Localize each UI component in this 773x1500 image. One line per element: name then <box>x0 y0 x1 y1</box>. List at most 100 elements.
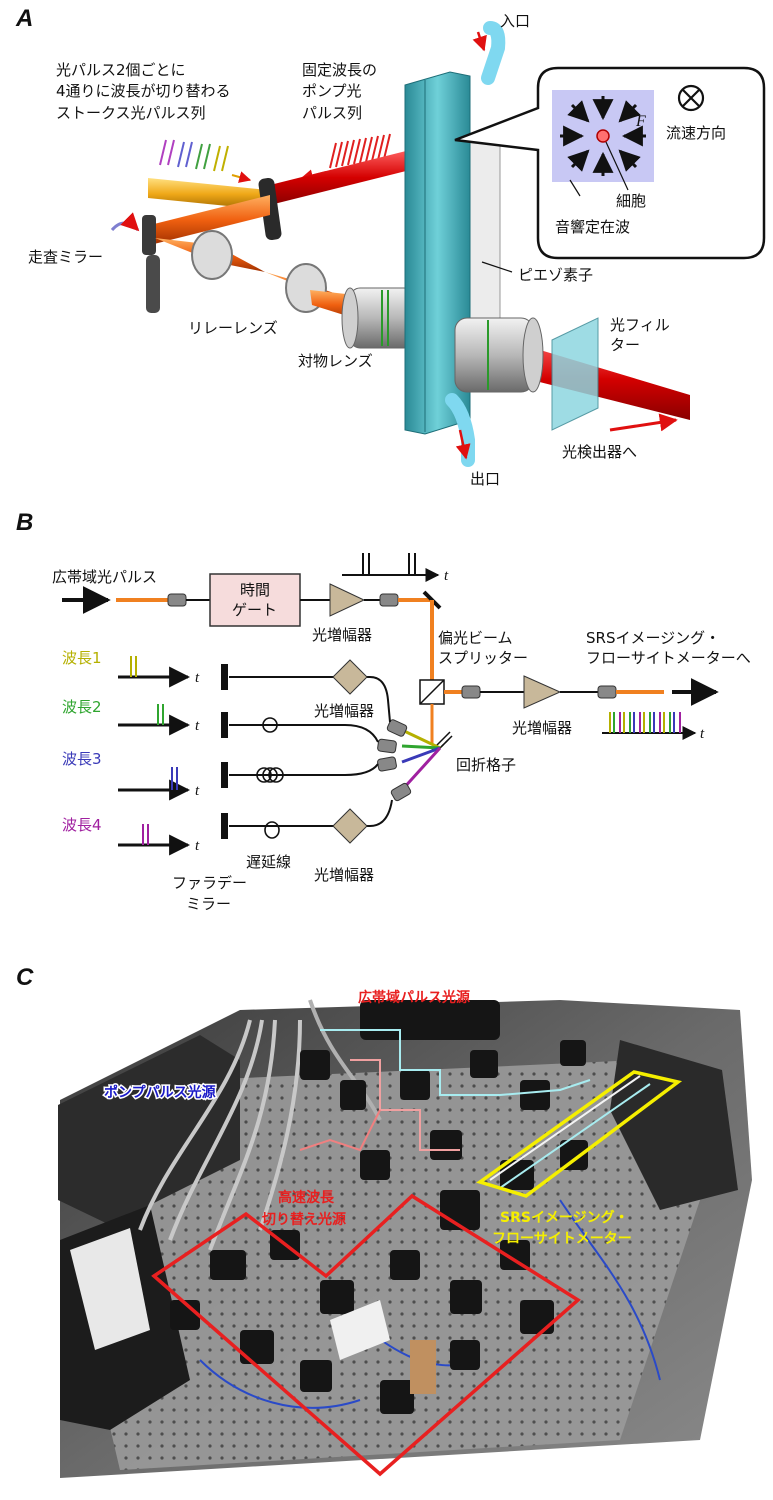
dispersed-beam-4 <box>400 746 442 792</box>
fast-switch-label-line-2: 切り替え光源 <box>262 1211 346 1228</box>
callout-bubble <box>454 66 766 260</box>
amp-right-label: 光増幅器 <box>512 719 572 737</box>
wavelength-4-label: 波長4 <box>62 816 102 834</box>
collimator-w1 <box>386 719 408 737</box>
dispersed-beam-1 <box>401 728 441 750</box>
time-gate-line-2: ゲート <box>232 601 277 619</box>
wavelength-1-label: 波長1 <box>62 649 102 667</box>
outlet-arrow <box>455 429 471 460</box>
fiber-w1 <box>229 676 391 723</box>
dispersed-beam-3 <box>401 746 441 764</box>
delay-loop-2a <box>256 767 272 783</box>
inlet-tube <box>481 21 506 85</box>
fast-switch-label-line-1: 高速波長 <box>278 1189 335 1206</box>
collimator-w3 <box>377 756 397 772</box>
cell-icon <box>596 129 610 143</box>
pump-pulse-timing <box>342 553 440 582</box>
collimator-w2 <box>377 738 397 754</box>
optical-filter <box>551 317 599 431</box>
flow-direction-label: 流速方向 <box>666 124 726 142</box>
panel-a: A 光パルス2個ごとに 4通りに波長が切り替わる ストークス光パルス列 固定波長… <box>15 5 766 488</box>
faraday-mirror-2 <box>221 712 228 738</box>
wavelength-channels: 波長1 波長2 波長3 波長4 <box>62 649 191 856</box>
panel-c: C <box>16 964 752 1478</box>
panel-b-letter: B <box>16 509 33 536</box>
inlet-arrow <box>472 31 487 52</box>
amplifier-mid <box>332 659 368 695</box>
t-label-w4: t <box>195 838 200 854</box>
grating-label: 回折格子 <box>456 756 516 774</box>
stokes-label-line-1: 光パルス2個ごとに <box>56 61 186 79</box>
combined-beam <box>150 195 270 245</box>
collection-lens <box>454 317 544 393</box>
delay-loop-2c <box>268 767 284 783</box>
pump-source-label: ポンプパルス光源 <box>104 1084 216 1101</box>
fiber-w3 <box>229 763 379 776</box>
stokes-label-line-2: 4通りに波長が切り替わる <box>56 82 231 100</box>
pbs-diagonal <box>419 679 445 705</box>
collimator-2 <box>379 593 399 607</box>
delay-label: 遅延線 <box>246 853 291 871</box>
objective-lens <box>341 287 415 349</box>
scan-mirror-label: 走査ミラー <box>28 248 103 266</box>
srs-label-line-1: SRSイメージング・ <box>586 629 720 647</box>
faraday-label-line-2: ミラー <box>186 895 231 913</box>
collimator-1 <box>167 593 187 607</box>
force-symbol: F <box>635 113 646 130</box>
outlet-label: 出口 <box>470 470 500 488</box>
pbs-label-line-1: 偏光ビーム <box>438 629 513 647</box>
delay-loop-2b <box>262 767 278 783</box>
pbs-label-line-2: スプリッター <box>438 649 528 667</box>
piezo-label: ピエゾ素子 <box>518 266 593 284</box>
srs-flow-label-line-2: フローサイトメーター <box>492 1231 632 1247</box>
collimator-4 <box>597 685 617 699</box>
faraday-mirror-1 <box>221 664 228 690</box>
pump-label-line-2: ポンプ光 <box>302 82 362 100</box>
t-label-output: t <box>700 726 705 742</box>
amp-mid-label: 光増幅器 <box>314 702 374 720</box>
t-label-w1: t <box>195 670 200 686</box>
pump-label-line-1: 固定波長の <box>302 61 377 79</box>
to-detector-label: 光検出器へ <box>562 443 637 461</box>
stokes-label-line-3: ストークス光パルス列 <box>56 104 206 122</box>
t-label-w3: t <box>195 783 200 799</box>
amp-top-label: 光増幅器 <box>312 626 372 644</box>
objective-lens-label: 対物レンズ <box>298 352 373 370</box>
flow-into-page-icon <box>677 84 705 112</box>
t-label-top: t <box>444 568 449 584</box>
standing-wave-label: 音響定在波 <box>555 218 630 236</box>
setup-photo <box>58 999 752 1478</box>
detector-arrow <box>609 413 678 432</box>
filter-label-line-2: ター <box>610 336 640 354</box>
amp-bottom-label: 光増幅器 <box>314 866 374 884</box>
amplifier-right <box>523 675 562 709</box>
amplifier-top <box>329 583 366 617</box>
srs-label-line-2: フローサイトメーターへ <box>586 649 751 667</box>
panel-c-letter: C <box>16 964 34 991</box>
stokes-pulse-train-icon <box>159 139 252 183</box>
delay-loop-3 <box>264 821 280 839</box>
collimator-3 <box>461 685 481 699</box>
panel-a-letter: A <box>15 5 33 32</box>
fast-switch-outline <box>151 1193 581 1477</box>
delay-loop-1 <box>262 717 278 733</box>
pump-beam <box>270 150 410 205</box>
faraday-mirror-3 <box>221 762 228 788</box>
inlet-label: 入口 <box>500 12 530 30</box>
relay-lens-1 <box>191 230 233 280</box>
stokes-beam <box>148 178 268 210</box>
time-gate-line-1: 時間 <box>240 581 270 599</box>
faraday-label-line-1: ファラデー <box>172 874 247 892</box>
piezo-leader <box>481 261 513 273</box>
cell-label: 細胞 <box>616 192 646 210</box>
faraday-mirror-4 <box>221 813 228 839</box>
pump-label-line-3: パルス列 <box>302 104 362 122</box>
dispersed-beam-2 <box>401 744 441 750</box>
wavelength-3-label: 波長3 <box>62 750 102 768</box>
srs-flow-outline <box>476 1070 683 1198</box>
fiber-w4 <box>229 799 393 827</box>
relay-lens-label: リレーレンズ <box>188 319 278 337</box>
outlet-tube <box>445 393 475 467</box>
fiber-w2 <box>229 724 379 743</box>
